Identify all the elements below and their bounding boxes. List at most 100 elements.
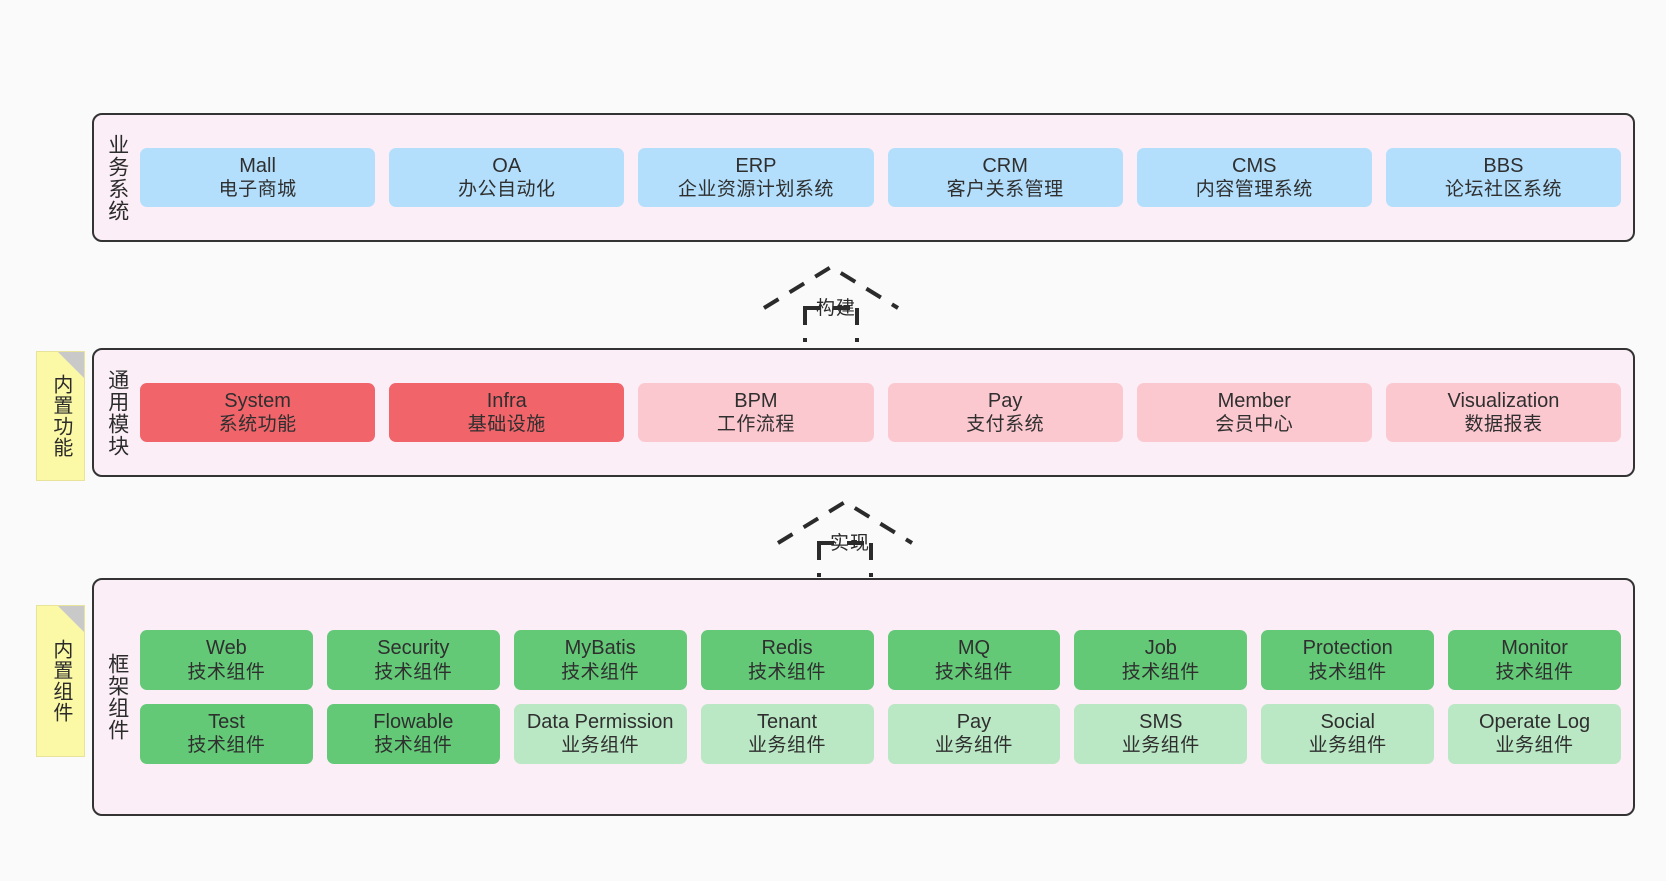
node-oa[interactable]: OA 办公自动化 xyxy=(389,147,625,208)
node-system[interactable]: System 系统功能 xyxy=(140,382,376,443)
node-title-cn: 企业资源计划系统 xyxy=(677,179,834,201)
node-title-cn: 支付系统 xyxy=(966,414,1045,436)
node-title-en: Social xyxy=(1320,711,1375,733)
connector-implement-arrow xyxy=(772,497,918,579)
node-title-en: Tenant xyxy=(757,711,818,733)
node-title-cn: 业务组件 xyxy=(1121,735,1200,757)
node-security[interactable]: Security 技术组件 xyxy=(326,630,500,690)
node-title-cn: 业务组件 xyxy=(934,735,1013,757)
node-title-en: Member xyxy=(1217,389,1291,412)
node-title-cn: 技术组件 xyxy=(187,661,266,683)
node-title-cn: 业务组件 xyxy=(1495,735,1574,757)
node-title-cn: 系统功能 xyxy=(218,414,297,436)
node-pay-module[interactable]: Pay 支付系统 xyxy=(887,382,1123,443)
node-row: Test 技术组件 Flowable 技术组件 Data Permission … xyxy=(140,704,1621,764)
node-member[interactable]: Member 会员中心 xyxy=(1136,382,1372,443)
node-title-en: Security xyxy=(377,637,450,660)
node-title-cn: 技术组件 xyxy=(1308,661,1387,683)
node-operate-log[interactable]: Operate Log 业务组件 xyxy=(1448,704,1621,764)
node-title-en: Pay xyxy=(987,389,1023,412)
node-title-en: Pay xyxy=(956,711,992,733)
node-title-cn: 技术组件 xyxy=(374,735,453,757)
layer-framework-components: 框架组件 Web 技术组件 Security 技术组件 MyBatis 技术组件… xyxy=(92,578,1635,816)
node-data-permission[interactable]: Data Permission 业务组件 xyxy=(513,704,687,764)
node-title-cn: 电子商城 xyxy=(218,179,297,201)
node-title-en: Infra xyxy=(486,389,527,412)
node-title-cn: 技术组件 xyxy=(374,661,453,683)
node-erp[interactable]: ERP 企业资源计划系统 xyxy=(638,147,874,208)
node-title-en: Redis xyxy=(761,637,813,660)
node-title-en: OA xyxy=(492,154,522,177)
node-title-en: MQ xyxy=(957,637,991,660)
node-pay-component[interactable]: Pay 业务组件 xyxy=(887,704,1061,764)
connector-build-arrow xyxy=(758,262,904,344)
node-bbs[interactable]: BBS 论坛社区系统 xyxy=(1385,147,1622,208)
layer-framework-components-title: 框架组件 xyxy=(105,653,129,741)
node-title-en: Visualization xyxy=(1447,389,1560,412)
node-tenant[interactable]: Tenant 业务组件 xyxy=(700,704,874,764)
node-title-en: CRM xyxy=(982,154,1028,177)
node-protection[interactable]: Protection 技术组件 xyxy=(1261,630,1435,690)
node-mall[interactable]: Mall 电子商城 xyxy=(140,147,376,208)
node-title-en: Test xyxy=(208,711,245,733)
node-crm[interactable]: CRM 客户关系管理 xyxy=(887,147,1123,208)
node-row: Mall 电子商城 OA 办公自动化 ERP 企业资源计划系统 CRM 客户关系… xyxy=(140,147,1622,208)
node-monitor[interactable]: Monitor 技术组件 xyxy=(1448,630,1621,690)
node-title-en: Operate Log xyxy=(1478,711,1591,733)
node-infra[interactable]: Infra 基础设施 xyxy=(389,382,625,443)
node-title-en: BPM xyxy=(734,389,778,412)
node-test[interactable]: Test 技术组件 xyxy=(140,704,313,764)
sticky-note-builtin-components: 内置组件 xyxy=(36,605,85,757)
sticky-note-builtin-features: 内置功能 xyxy=(36,351,85,481)
layer-common-modules-title: 通用模块 xyxy=(105,368,129,457)
node-mybatis[interactable]: MyBatis 技术组件 xyxy=(513,630,687,690)
node-mq[interactable]: MQ 技术组件 xyxy=(887,630,1061,690)
node-title-cn: 技术组件 xyxy=(1495,661,1574,683)
node-visualization[interactable]: Visualization 数据报表 xyxy=(1385,382,1622,443)
node-title-en: ERP xyxy=(735,154,777,177)
node-title-cn: 内容管理系统 xyxy=(1195,179,1313,201)
node-title-cn: 技术组件 xyxy=(748,661,827,683)
layer-business-system-body: Mall 电子商城 OA 办公自动化 ERP 企业资源计划系统 CRM 客户关系… xyxy=(140,115,1633,240)
node-row: System 系统功能 Infra 基础设施 BPM 工作流程 Pay 支付系统… xyxy=(140,382,1622,443)
node-title-cn: 基础设施 xyxy=(467,414,546,436)
node-title-cn: 客户关系管理 xyxy=(946,179,1064,201)
node-title-en: Protection xyxy=(1302,637,1393,660)
node-title-en: CMS xyxy=(1232,154,1277,177)
node-title-en: Mall xyxy=(239,154,276,177)
node-title-en: Monitor xyxy=(1501,637,1568,660)
node-sms[interactable]: SMS 业务组件 xyxy=(1074,704,1248,764)
node-title-cn: 技术组件 xyxy=(934,661,1013,683)
node-flowable[interactable]: Flowable 技术组件 xyxy=(326,704,500,764)
node-cms[interactable]: CMS 内容管理系统 xyxy=(1136,147,1372,208)
node-web[interactable]: Web 技术组件 xyxy=(140,630,313,690)
node-title-en: System xyxy=(224,389,291,412)
node-title-cn: 技术组件 xyxy=(1121,661,1200,683)
node-title-cn: 工作流程 xyxy=(716,414,795,436)
node-title-cn: 业务组件 xyxy=(561,735,640,757)
node-title-en: Flowable xyxy=(373,711,454,733)
node-title-cn: 论坛社区系统 xyxy=(1444,179,1562,201)
layer-business-system: 业务系统 Mall 电子商城 OA 办公自动化 ERP 企业资源计划系统 CRM… xyxy=(92,113,1635,242)
layer-common-modules: 通用模块 System 系统功能 Infra 基础设施 BPM 工作流程 Pay… xyxy=(92,348,1635,477)
node-title-cn: 办公自动化 xyxy=(458,179,556,201)
node-title-cn: 业务组件 xyxy=(748,735,827,757)
node-bpm[interactable]: BPM 工作流程 xyxy=(638,382,874,443)
node-row: Web 技术组件 Security 技术组件 MyBatis 技术组件 Redi… xyxy=(140,630,1621,690)
layer-business-system-title: 业务系统 xyxy=(105,133,129,222)
node-title-en: Web xyxy=(206,637,247,660)
connector-build-label: 构建 xyxy=(816,298,857,319)
node-title-en: Data Permission xyxy=(526,711,674,733)
node-job[interactable]: Job 技术组件 xyxy=(1074,630,1248,690)
node-social[interactable]: Social 业务组件 xyxy=(1261,704,1435,764)
node-title-en: SMS xyxy=(1139,711,1183,733)
layer-framework-components-body: Web 技术组件 Security 技术组件 MyBatis 技术组件 Redi… xyxy=(140,580,1633,814)
node-title-cn: 数据报表 xyxy=(1464,414,1543,436)
node-title-cn: 会员中心 xyxy=(1215,414,1294,436)
connector-implement-label: 实现 xyxy=(830,533,871,554)
node-redis[interactable]: Redis 技术组件 xyxy=(700,630,874,690)
node-title-cn: 技术组件 xyxy=(561,661,640,683)
node-title-en: BBS xyxy=(1483,154,1524,177)
node-title-en: MyBatis xyxy=(564,637,636,660)
